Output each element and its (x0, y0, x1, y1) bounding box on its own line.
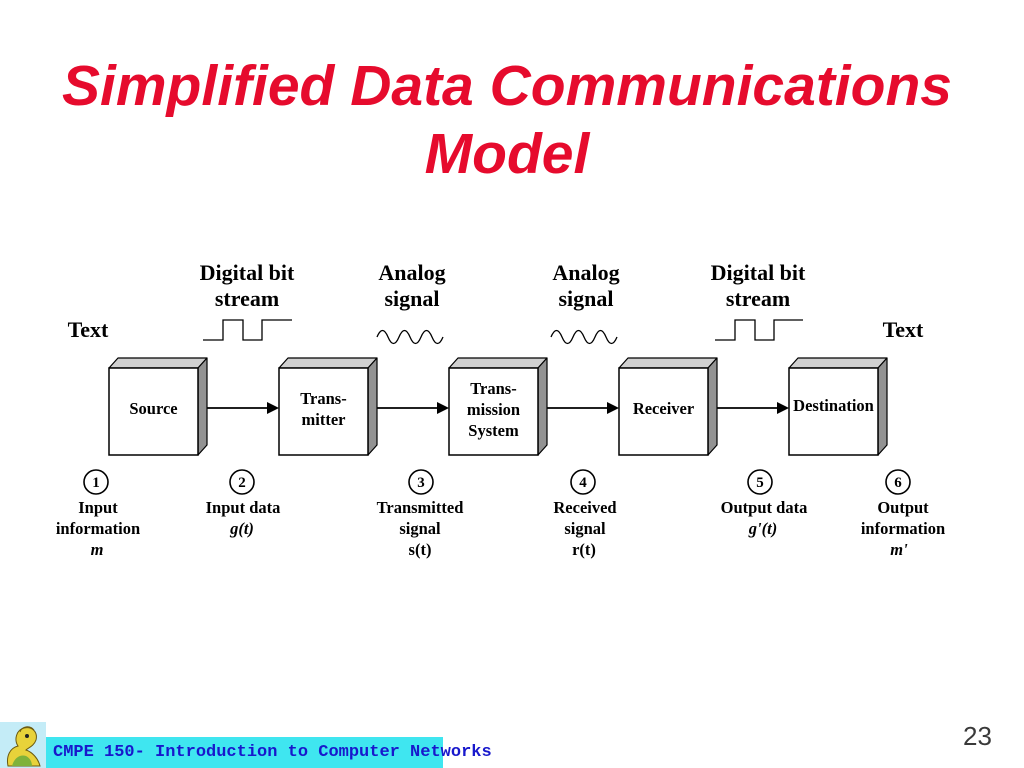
receiver-block: Receiver (618, 357, 718, 456)
arrow-head-icon (267, 402, 279, 414)
data-communications-model-diagram: Text Text Digital bit stream Analog sign… (56, 260, 945, 559)
stage-number: 2 (238, 475, 246, 491)
signal-label-line: Analog (378, 260, 445, 285)
square-wave-icon (203, 319, 292, 341)
stage-number-circle (570, 469, 596, 495)
footer-band (0, 737, 443, 768)
block-front-face (618, 367, 709, 456)
stage-label-line: Input data (206, 498, 281, 517)
arrow-receiver-to-destination (717, 402, 789, 414)
stage-label-line: signal (399, 519, 441, 538)
signal-annotation-transmitted: Analog signal (376, 260, 446, 345)
block-side-face (537, 357, 548, 456)
transmission-system-block: Trans- mission System (448, 357, 548, 456)
block-front-face (448, 367, 539, 456)
sine-wave-icon (376, 329, 444, 345)
stage-label-line: Output (877, 498, 929, 517)
block-top-face (448, 357, 548, 369)
stage-label-line: Output data (721, 498, 808, 517)
stage-label-line: Transmitted (377, 498, 464, 517)
stage-number: 3 (417, 475, 425, 491)
stage-number-circle (885, 469, 911, 495)
stage-label-line: information (861, 519, 945, 538)
signal-label-line: Digital bit (711, 260, 806, 285)
cartoon-mascot-logo (0, 722, 46, 768)
stage-6: 6 Output information m' (861, 469, 945, 559)
stage-label-line: Received (553, 498, 616, 517)
signal-label-line: stream (726, 286, 790, 311)
signal-annotation-input-data: Digital bit stream (200, 260, 295, 341)
square-wave-icon (715, 319, 803, 341)
stage-4: 4 Received signal r(t) (553, 469, 617, 559)
course-footer-title: CMPE 150- Introduction to Computer Netwo… (53, 743, 492, 762)
stage-number: 5 (756, 475, 764, 491)
stage-label-line: information (56, 519, 140, 538)
output-text-label: Text (883, 317, 924, 342)
signal-label-line: Analog (552, 260, 619, 285)
source-block: Source (108, 357, 208, 456)
block-label: Trans- (300, 389, 346, 408)
block-label: Source (129, 399, 177, 418)
arrow-head-icon (777, 402, 789, 414)
signal-label-line: stream (215, 286, 279, 311)
block-side-face (707, 357, 718, 456)
block-side-face (367, 357, 378, 456)
block-top-face (108, 357, 208, 369)
stage-number-circle (747, 469, 773, 495)
page-number: 23 (963, 721, 992, 751)
signal-annotation-received: Analog signal (550, 260, 620, 345)
stage-number-circle (229, 469, 255, 495)
block-side-face (877, 357, 888, 456)
signal-label-line: signal (558, 286, 613, 311)
arrow-head-icon (607, 402, 619, 414)
stage-symbol: s(t) (409, 540, 432, 559)
block-front-face (108, 367, 199, 456)
stage-symbol: g(t) (229, 519, 254, 538)
input-text-label: Text (68, 317, 109, 342)
stage-2: 2 Input data g(t) (206, 469, 281, 538)
arrow-head-icon (437, 402, 449, 414)
signal-annotation-output-data: Digital bit stream (711, 260, 806, 341)
stage-3: 3 Transmitted signal s(t) (377, 469, 464, 559)
block-top-face (618, 357, 718, 369)
block-label: Destination (793, 396, 874, 415)
transmitter-block: Trans- mitter (278, 357, 378, 456)
stage-symbol: m' (890, 540, 908, 559)
block-front-face (278, 367, 369, 456)
arrow-transmission-system-to-receiver (547, 402, 619, 414)
block-front-face (788, 367, 879, 456)
stage-number: 1 (92, 475, 100, 491)
arrow-source-to-transmitter (207, 402, 279, 414)
stage-symbol: g'(t) (748, 519, 777, 538)
sine-wave-icon (550, 329, 618, 345)
block-top-face (788, 357, 888, 369)
slide-title-line: Model (424, 122, 590, 186)
signal-label-line: Digital bit (200, 260, 295, 285)
stage-number-circle (408, 469, 434, 495)
stage-number-circle (83, 469, 109, 495)
block-label: mitter (302, 410, 346, 429)
signal-label-line: signal (384, 286, 439, 311)
stage-symbol: r(t) (572, 540, 596, 559)
stage-1: 1 Input information m (56, 469, 140, 559)
destination-block: Destination (788, 357, 888, 456)
stage-label-line: signal (564, 519, 606, 538)
block-side-face (197, 357, 208, 456)
stage-symbol: m (91, 540, 104, 559)
block-label: Receiver (633, 399, 694, 418)
arrow-transmitter-to-transmission-system (377, 402, 449, 414)
stage-5: 5 Output data g'(t) (721, 469, 808, 538)
slide-title-line: Simplified Data Communications (62, 54, 952, 118)
stage-number: 4 (579, 475, 587, 491)
stage-label-line: Input (78, 498, 118, 517)
block-label: mission (467, 400, 520, 419)
block-label: Trans- (470, 379, 516, 398)
slide-title: Simplified Data Communications Model (0, 52, 1014, 188)
stage-number: 6 (894, 475, 902, 491)
block-top-face (278, 357, 378, 369)
block-label: System (468, 421, 519, 440)
